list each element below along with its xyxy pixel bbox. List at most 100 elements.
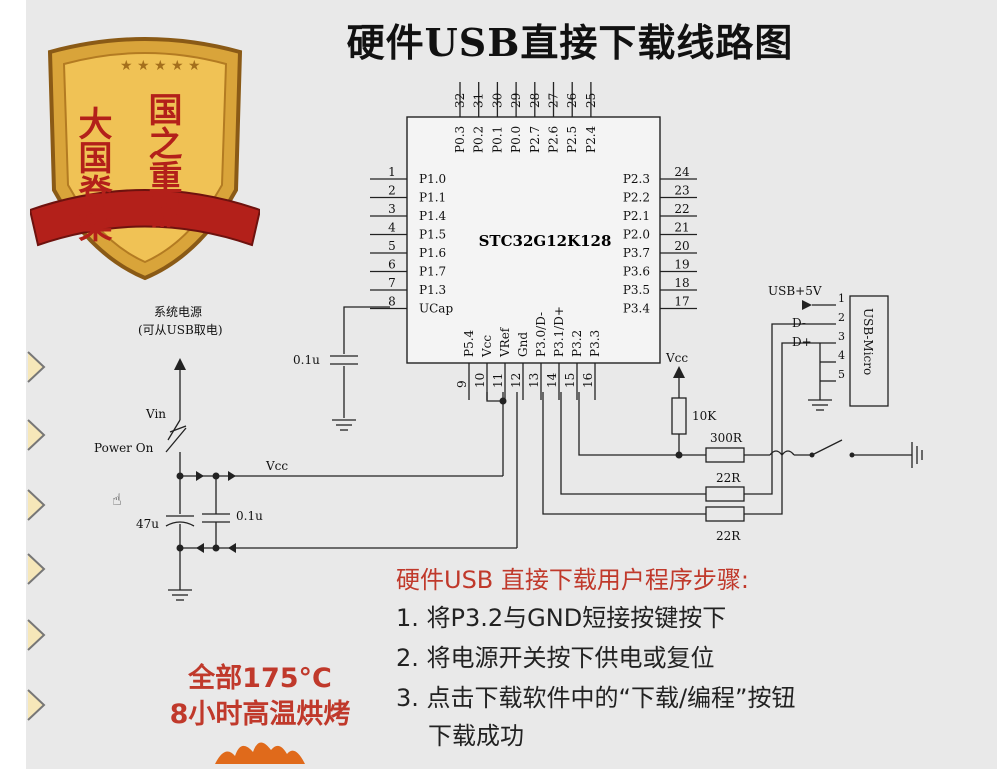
pin-label: P1.3 <box>419 283 446 297</box>
usb-pin-number: 5 <box>838 368 845 381</box>
sys-power-label: 系统电源 <box>154 305 202 319</box>
vin-label: Vin <box>145 407 166 421</box>
pin-label: P1.5 <box>419 228 446 242</box>
pin-label: P3.5 <box>623 283 650 297</box>
pin-number: 6 <box>388 258 396 272</box>
pin-label: Vcc <box>480 335 494 358</box>
chevron-right-icon[interactable] <box>26 350 48 384</box>
pin-number: 3 <box>388 202 396 216</box>
pin-number: 18 <box>674 276 689 290</box>
pin-label: P0.3 <box>453 126 467 153</box>
badge-emblem: ★ ★ ★ ★ ★ 大国脊梁 国之重器 <box>30 37 260 281</box>
pin-label: P0.0 <box>509 126 523 153</box>
pin-label: P2.5 <box>565 126 579 153</box>
chevron-right-icon[interactable] <box>26 552 48 586</box>
pin-number: 9 <box>455 380 469 388</box>
pin-number: 12 <box>509 373 523 388</box>
pin-label: P2.4 <box>584 125 598 153</box>
vcc-label: Vcc <box>265 459 288 473</box>
pin-label: P3.1/D+ <box>552 306 566 357</box>
pin-label: P3.4 <box>623 302 651 316</box>
pin-label: P3.6 <box>623 265 650 279</box>
pin-number: 21 <box>674 221 689 235</box>
bake-line-2: 8小时高温烘烤 <box>169 699 351 730</box>
pin-number: 19 <box>674 258 689 272</box>
pin-number: 14 <box>545 372 559 388</box>
cap-47u-label: 47u <box>136 517 159 531</box>
pin-number: 13 <box>527 373 541 388</box>
pin-number: 8 <box>388 295 396 309</box>
pin-label: P1.0 <box>419 172 446 186</box>
pin-label: P3.0/D- <box>534 312 548 357</box>
pin-label: P5.4 <box>462 329 476 357</box>
usb5v-label: USB+5V <box>768 284 822 298</box>
r-22a-label: 22R <box>716 471 741 485</box>
pin-number: 5 <box>388 239 396 253</box>
pin-label: P0.1 <box>490 126 504 153</box>
pin-number: 25 <box>584 93 598 108</box>
steps-title: 硬件USB 直接下载用户程序步骤: <box>396 566 749 594</box>
pin-number: 32 <box>453 93 467 108</box>
usb-pin-number: 3 <box>838 330 845 343</box>
pin-label: P0.2 <box>472 126 486 153</box>
bake-line-1: 全部175°C <box>188 663 332 694</box>
chevron-right-icon[interactable] <box>26 418 48 452</box>
pin-number: 28 <box>528 93 542 108</box>
pin-label: P3.7 <box>623 246 650 260</box>
pin-label: VRef <box>498 326 512 358</box>
pin-label: UCap <box>419 302 453 316</box>
cap-01u-label-b: 0.1u <box>236 509 263 523</box>
badge-text-left: 大国脊梁 <box>72 106 112 242</box>
vcc-right-label: Vcc <box>665 351 688 365</box>
pin-number: 29 <box>509 93 523 108</box>
usb-pin-number: 1 <box>838 292 845 305</box>
usb-pin-number: 4 <box>838 349 845 362</box>
pin-label: P2.2 <box>623 191 650 205</box>
pin-number: 17 <box>674 295 689 309</box>
usb-pin-number: 2 <box>838 311 845 324</box>
pin-number: 10 <box>473 373 487 388</box>
pin-label: P2.0 <box>623 228 650 242</box>
pin-label: P2.3 <box>623 172 650 186</box>
pin-number: 30 <box>490 93 504 108</box>
dplus-label: D+ <box>792 335 812 349</box>
pin-number: 20 <box>674 239 689 253</box>
pin-number: 26 <box>565 93 579 108</box>
chip-name: STC32G12K128 <box>479 232 612 250</box>
chevron-right-icon[interactable] <box>26 688 48 722</box>
dminus-label: D- <box>792 316 806 330</box>
left-strip <box>0 0 26 769</box>
cap-01u-label-a: 0.1u <box>293 353 320 367</box>
chevron-right-icon[interactable] <box>26 488 48 522</box>
pin-label: P2.1 <box>623 209 650 223</box>
pin-label: P1.1 <box>419 191 446 205</box>
hand-cursor-icon: ☝ <box>112 490 122 509</box>
sys-power-sub-label: (可从USB取电) <box>138 323 223 337</box>
step-2: 2. 将电源开关按下供电或复位 <box>396 644 715 672</box>
pin-number: 11 <box>491 373 505 388</box>
pin-label: P1.6 <box>419 246 446 260</box>
page-title: 硬件USB直接下载线路图 <box>346 20 794 65</box>
pin-label: P1.4 <box>419 209 447 223</box>
pin-number: 7 <box>388 276 396 290</box>
pin-number: 1 <box>388 165 396 179</box>
step-3: 3. 点击下载软件中的“下载/编程”按钮 <box>396 684 796 712</box>
r-300-label: 300R <box>710 431 743 445</box>
badge-text-right: 国之重器 <box>142 92 182 228</box>
pin-label: Gnd <box>516 332 530 357</box>
pin-number: 15 <box>563 373 577 388</box>
power-on-label: Power On <box>94 441 154 455</box>
pin-number: 4 <box>388 221 396 235</box>
chevron-right-icon[interactable] <box>26 618 48 652</box>
pin-number: 24 <box>674 165 690 179</box>
pin-label: P3.3 <box>588 330 602 357</box>
r-10k-label: 10K <box>692 409 717 423</box>
pin-label: P1.7 <box>419 265 446 279</box>
svg-text:★ ★ ★ ★ ★: ★ ★ ★ ★ ★ <box>120 58 201 74</box>
pin-number: 23 <box>674 184 689 198</box>
pin-number: 2 <box>388 184 396 198</box>
pin-number: 27 <box>547 93 561 108</box>
r-22b-label: 22R <box>716 529 741 543</box>
